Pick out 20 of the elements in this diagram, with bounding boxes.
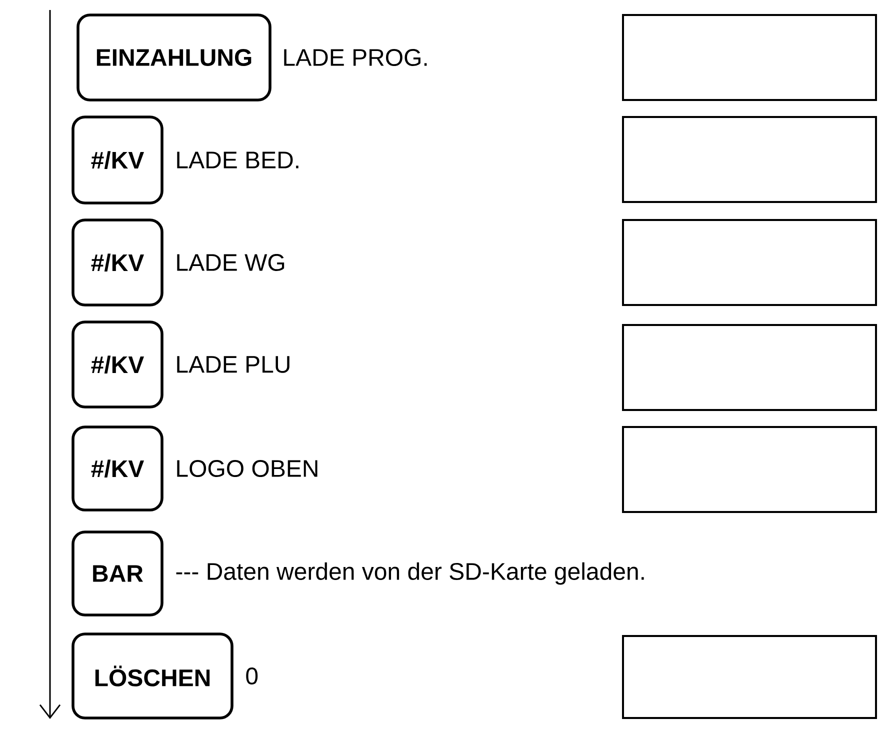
- key-box: LÖSCHEN: [72, 632, 234, 720]
- key-box: #/KV: [72, 116, 164, 204]
- key-box: BAR: [72, 530, 164, 616]
- display-box: [622, 635, 877, 719]
- display-box: [622, 14, 877, 101]
- status-text: LADE BED.: [177, 152, 298, 168]
- status-text: LOGO OBEN: [177, 460, 318, 477]
- display-box: [622, 219, 877, 306]
- key-box: #/KV: [72, 218, 164, 306]
- key-box: #/KV: [72, 426, 164, 512]
- status-text: LADE PROG.: [284, 49, 427, 66]
- key-box: EINZAHLUNG: [76, 14, 272, 102]
- status-text: LADE WG: [177, 254, 284, 271]
- key-box: #/KV: [72, 320, 164, 408]
- status-text: LADE PLU: [177, 356, 290, 373]
- status-text: 0: [246, 668, 258, 684]
- display-box: [622, 116, 877, 203]
- display-box: [622, 324, 877, 411]
- display-box: [622, 426, 877, 513]
- status-text: --- Daten werden von der SD-Karte geladen.: [176, 562, 644, 585]
